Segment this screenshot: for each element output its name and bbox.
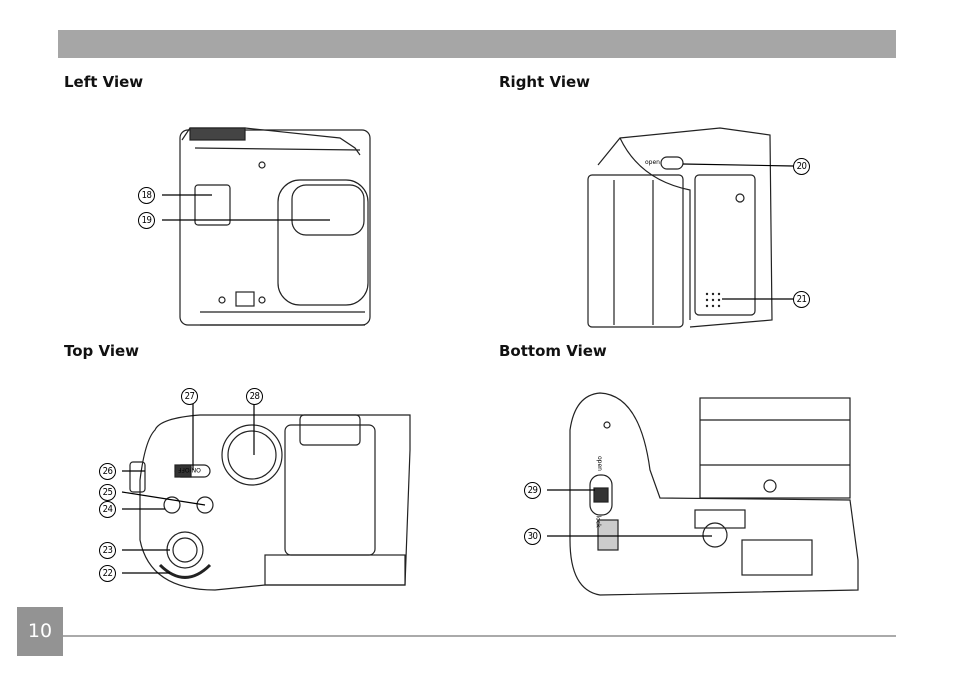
heading-bottom-view: Bottom View [499,342,607,360]
callout-25: 25 [99,484,116,501]
heading-top-view: Top View [64,342,140,360]
callout-19: 19 [138,212,155,229]
callout-29: 29 [524,482,541,499]
callout-30: 30 [524,528,541,545]
footer-rule [63,635,896,637]
callout-26: 26 [99,463,116,480]
bottom-view-drawing [547,392,859,596]
slot-open-label: open [595,456,603,471]
heading-left-view: Left View [64,73,144,91]
callout-23: 23 [99,542,116,559]
callout-22: 22 [99,565,116,582]
callout-20: 20 [793,158,810,175]
page-number: 10 [17,607,63,656]
callout-21: 21 [793,291,810,308]
right-view-drawing [587,127,794,328]
left-view-drawing [162,127,371,326]
heading-right-view: Right View [499,73,591,91]
header-bar [58,30,896,58]
callout-27: 27 [181,388,198,405]
slot-lock-label: lock [594,515,602,528]
top-view-drawing [121,403,411,591]
callout-28: 28 [246,388,263,405]
callout-18: 18 [138,187,155,204]
callout-24: 24 [99,501,116,518]
on-off-label: ON/OFF [178,466,201,473]
flash-open-label: open [645,159,660,166]
